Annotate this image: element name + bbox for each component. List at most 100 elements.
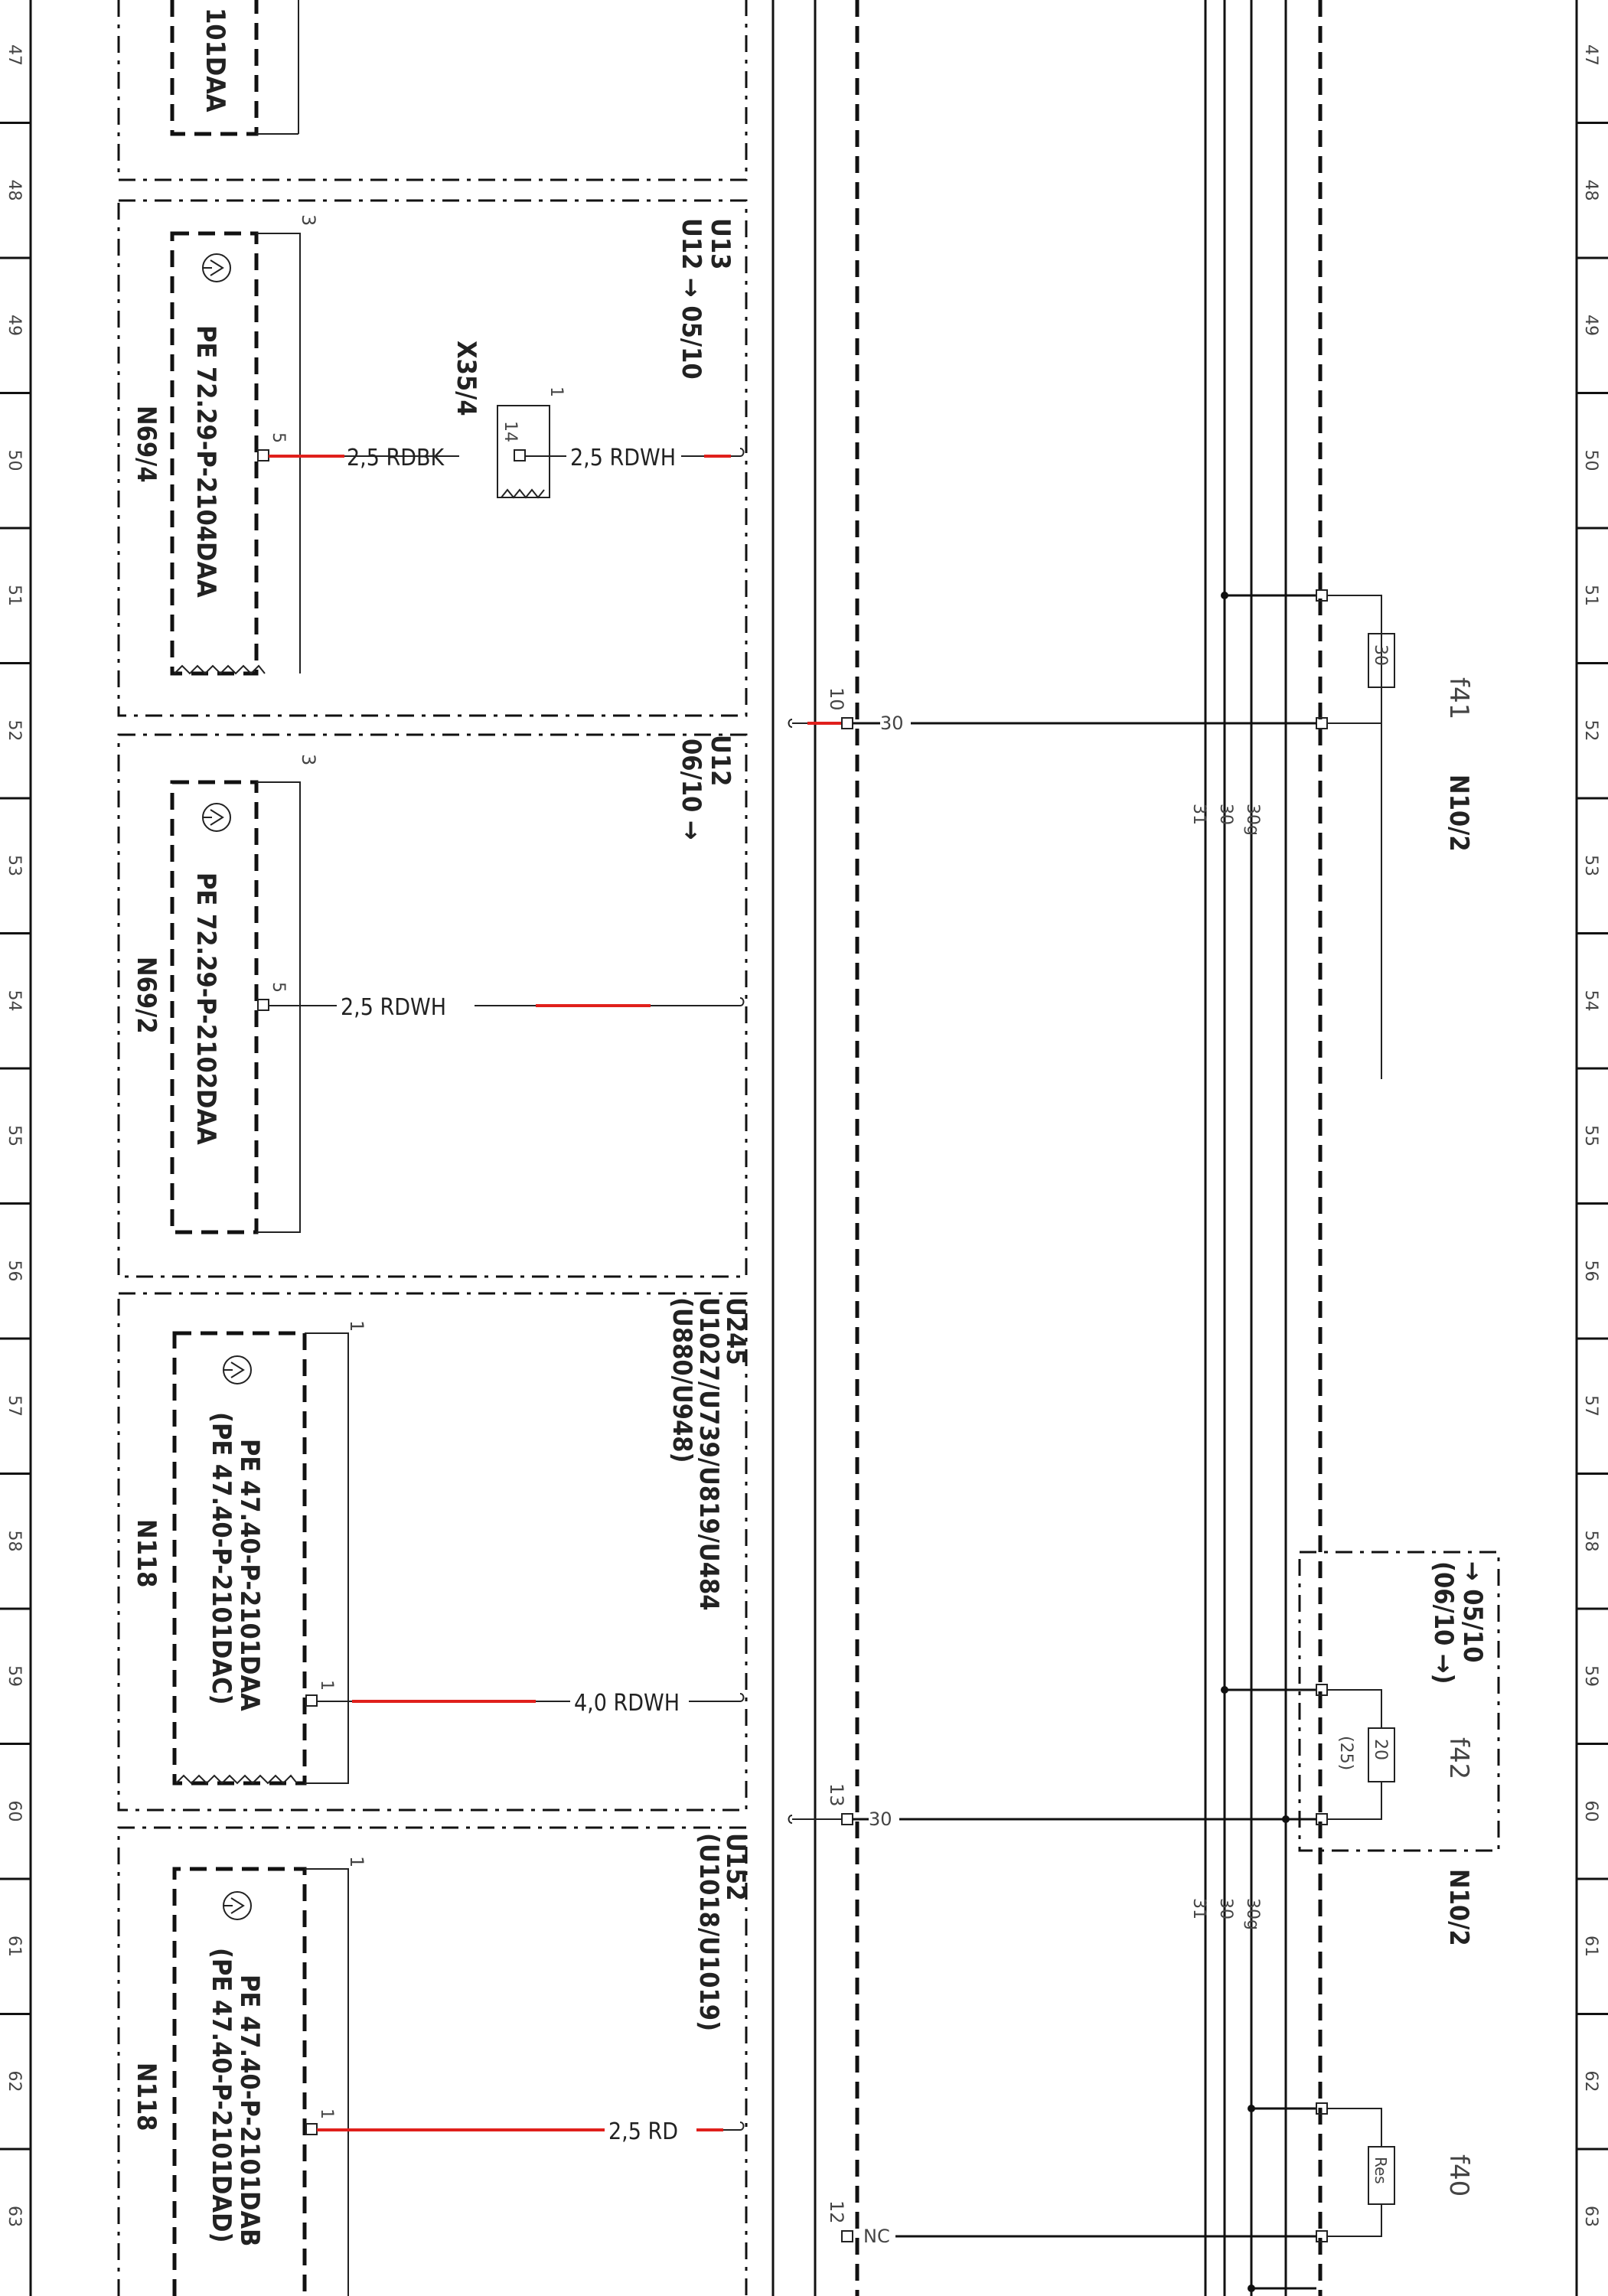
grid-number-right: 57 (1581, 1395, 1600, 1417)
module-variant: 06/10 → (676, 739, 706, 840)
wire-label: 2,5 RD (608, 2118, 678, 2145)
top-module: 101DAA (117, 0, 748, 181)
fuse-f41: 30 30 f41 N10/2 (853, 589, 1474, 1079)
module-pin-top: 1 (346, 1856, 367, 1867)
grid-number-left: 48 (5, 180, 24, 201)
wire-label: 2,5 RDBK (347, 445, 445, 471)
main-connector-column: 10 13 12 (771, 0, 859, 2296)
module-name: N118 (131, 2063, 161, 2131)
grid-number-right: 56 (1581, 1261, 1600, 1282)
grid-number-right: 49 (1581, 315, 1600, 336)
module-pin: 5 (269, 982, 288, 993)
bus-lines: 31 30 30g 31 30 30g (1189, 0, 1323, 2296)
grid-number-left: 47 (5, 44, 24, 66)
module-variant: U12 → 05/10 (676, 218, 706, 380)
grid-number-right: 53 (1581, 855, 1600, 876)
fuse-f40: NC Res f40 (863, 2102, 1474, 2292)
module-name: N69/4 (131, 406, 161, 483)
module-code: PE 72.29-P-2104DAA (191, 325, 221, 598)
grid-number-right: 48 (1581, 180, 1600, 201)
module-variant: U12 (705, 735, 736, 786)
module-code: PE 72.29-P-2102DAA (191, 872, 221, 1145)
top-module-code: 101DAA (200, 8, 230, 113)
module-pin-top: 3 (298, 754, 319, 765)
connector-pin-top: 1 (546, 386, 566, 397)
module-n69-2: 3 PE 72.29-P-2102DAA N69/2 U12 06/10 → 5… (117, 733, 748, 1278)
module-code-alt: (PE 47.40-P-2101DAD) (206, 1948, 236, 2243)
grid-number-left: 62 (5, 2071, 24, 2092)
module-pin-top: 3 (298, 214, 319, 226)
grid-number-right: 60 (1581, 1801, 1600, 1822)
fuse-name: f40 (1443, 2154, 1474, 2197)
module-variant: U13 (705, 218, 736, 269)
grid-number-left: 58 (5, 1531, 24, 1552)
fuse-ref: (06/10 →) (1428, 1561, 1459, 1684)
splice-pin: 12 (826, 2200, 847, 2224)
module-code: PE 47.40-P-2101DAB (234, 1975, 265, 2246)
grid-number-right: 59 (1581, 1665, 1600, 1687)
fuse-f42: → 05/10 (06/10 →) 30 20 (25) f42 N10/2 (853, 1551, 1500, 1946)
fuse-unit: N10/2 (1443, 1869, 1474, 1946)
grid-number-left: 59 (5, 1665, 24, 1687)
module-variant: (U1018/U1019) (693, 1833, 724, 2031)
fuse-terminal: 30 (869, 1808, 892, 1830)
grid-number-right: 58 (1581, 1531, 1600, 1552)
module-n118-a: 1 PE 47.40-P-2101DAA (PE 47.40-P-2101DAC… (117, 1292, 751, 1812)
module-name: N69/2 (131, 957, 161, 1034)
module-pin: 1 (317, 2108, 336, 2119)
grid-number-right: 51 (1581, 585, 1600, 606)
connector-wire-label: 2,5 RDWH (570, 445, 676, 471)
fuse-unit: N10/2 (1443, 775, 1474, 852)
grid-number-right: 50 (1581, 450, 1600, 471)
grid-number-right: 62 (1581, 2071, 1600, 2092)
grid-number-right: 52 (1581, 720, 1600, 742)
grid-number-left: 55 (5, 1125, 24, 1146)
splice-pin: 13 (826, 1783, 847, 1807)
module-variant: U1027/U739/U819/U484 (693, 1297, 724, 1611)
module-name: N118 (131, 1519, 161, 1587)
grid-number-right: 55 (1581, 1125, 1600, 1146)
grid-number-left: 63 (5, 2206, 24, 2227)
fuse-rating: Res (1372, 2157, 1390, 2184)
module-code-alt: (PE 47.40-P-2101DAC) (206, 1412, 236, 1705)
grid-number-left: 49 (5, 315, 24, 336)
fuse-alt-rating: (25) (1336, 1736, 1355, 1770)
grid-number-right: 61 (1581, 1936, 1600, 1957)
module-n69-4: 3 PE 72.29-P-2104DAA N69/4 U13 U12 → 05/… (117, 199, 748, 717)
bus-label-30g: 30g (1243, 804, 1262, 836)
grid-number-left: 50 (5, 450, 24, 471)
fuse-rating: 20 (1371, 1739, 1390, 1760)
wire-label: 2,5 RDWH (341, 994, 446, 1021)
grid-number-left: 56 (5, 1261, 24, 1282)
bus-label-31: 31 (1189, 1898, 1208, 1919)
grid-number-left: 52 (5, 720, 24, 742)
grid-number-left: 53 (5, 855, 24, 876)
grid-number-left: 54 (5, 990, 24, 1012)
connector-name: X35/4 (451, 341, 481, 416)
fuse-name: f41 (1443, 677, 1474, 719)
module-code: PE 47.40-P-2101DAA (234, 1439, 265, 1711)
bus-label-30: 30 (1216, 804, 1235, 825)
module-pin-top: 1 (346, 1320, 367, 1332)
grid-number-right: 54 (1581, 990, 1600, 1012)
fuse-terminal: 30 (880, 713, 904, 734)
module-pin: 5 (269, 432, 288, 443)
grid-number-right: 63 (1581, 2206, 1600, 2227)
grid-number-left: 57 (5, 1395, 24, 1417)
module-pin: 1 (317, 1680, 336, 1691)
grid-number-right: 47 (1581, 44, 1600, 66)
wire-label: 4,0 RDWH (574, 1690, 680, 1717)
grid-number-left: 60 (5, 1801, 24, 1822)
splice-pin: 10 (826, 687, 847, 711)
module-n118-b: 1 PE 47.40-P-2101DAB (PE 47.40-P-2101DAD… (117, 1826, 751, 2296)
grid-number-left: 61 (5, 1936, 24, 1957)
fuse-name: f42 (1443, 1737, 1474, 1779)
fuse-terminal: NC (863, 2226, 890, 2247)
fuse-rating: 30 (1371, 644, 1390, 666)
fuse-ref: → 05/10 (1457, 1561, 1488, 1663)
module-variant: U245 (720, 1297, 751, 1365)
connector-pin: 14 (501, 421, 520, 442)
bus-label-31: 31 (1189, 804, 1208, 825)
module-variant: (U880/U948) (667, 1297, 697, 1463)
